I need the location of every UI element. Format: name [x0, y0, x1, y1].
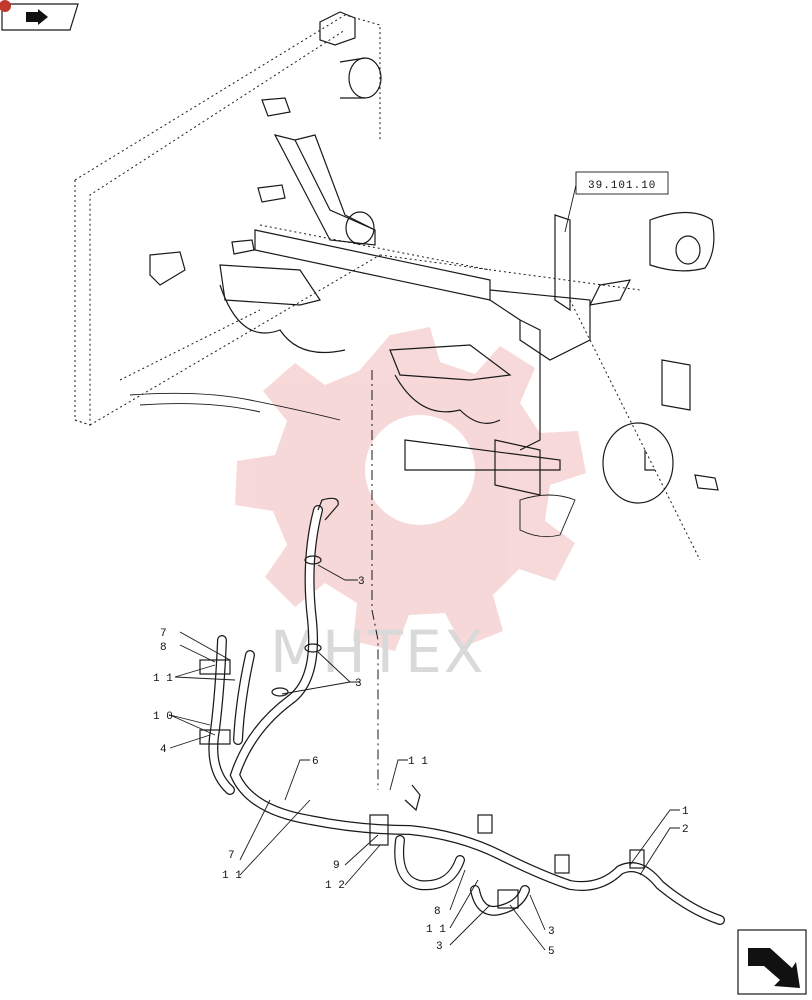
badge-dot [0, 0, 11, 12]
frame-outline [74, 14, 701, 561]
clamp [629, 849, 645, 869]
callout-3: 3 [358, 576, 365, 588]
callout-11: 1 1 [222, 870, 242, 882]
callout-7: 7 [228, 850, 235, 862]
arrow-down-right-icon [748, 948, 800, 988]
wiring-harness [199, 497, 725, 925]
clamp [477, 814, 493, 834]
clamp [199, 659, 231, 675]
callout-10: 1 0 [153, 711, 173, 723]
callout-11: 1 1 [426, 924, 446, 936]
nav-bottom-right[interactable] [737, 929, 807, 995]
callout-3: 3 [436, 941, 443, 953]
callout-1: 1 [682, 806, 689, 818]
callout-9: 9 [333, 860, 340, 872]
clip [304, 643, 322, 653]
connector [497, 889, 519, 909]
callout-11: 1 1 [408, 756, 428, 768]
mounting-bracket-assembly [129, 11, 719, 538]
callout-4: 4 [160, 744, 167, 756]
callout-2: 2 [682, 824, 689, 836]
callout-8: 8 [434, 906, 441, 918]
callout-3: 3 [548, 926, 555, 938]
callout-7: 7 [160, 628, 167, 640]
callout-12: 1 2 [325, 880, 345, 892]
reference-box[interactable]: 39.101.10 [564, 171, 669, 233]
clip [271, 687, 289, 697]
callout-leaders [169, 564, 680, 951]
callout-labels: 3 7 8 1 1 3 1 0 4 6 1 1 7 1 1 9 1 2 1 2 … [153, 576, 689, 958]
nav-top-left[interactable] [0, 0, 79, 31]
clamp [369, 814, 389, 846]
reference-label: 39.101.10 [588, 180, 656, 192]
center-line [371, 370, 379, 790]
callout-6: 6 [312, 756, 319, 768]
callout-8: 8 [160, 642, 167, 654]
arrow-right-icon [26, 9, 48, 25]
callout-3: 3 [355, 678, 362, 690]
clamp [199, 729, 231, 745]
clamp [554, 854, 570, 874]
callout-11: 1 1 [153, 673, 173, 685]
clip [304, 555, 322, 565]
callout-5: 5 [548, 946, 555, 958]
